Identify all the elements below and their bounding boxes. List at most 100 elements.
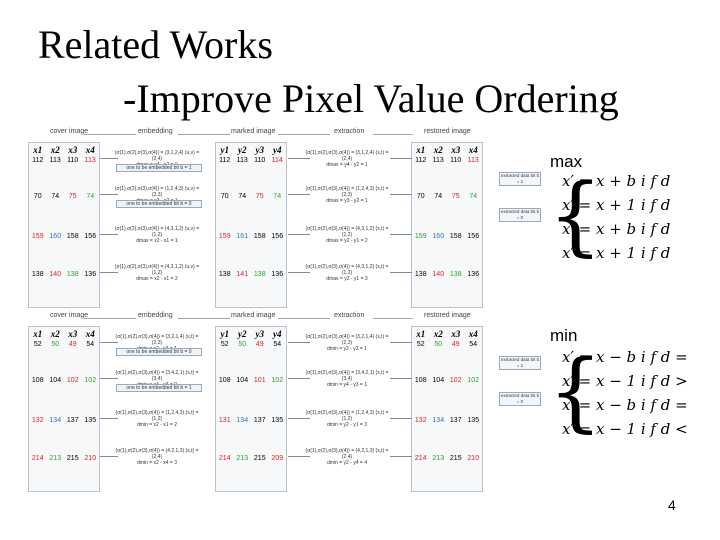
- embedding-order-text: (σ(1),σ(2),σ(3),σ(4)) = (4,2,1,3) (s,t) …: [115, 448, 199, 460]
- pixel-value: 102: [66, 377, 79, 384]
- pixel-value: 135: [271, 417, 284, 424]
- extracted-bit-note: extracted data bit b = 1: [499, 172, 541, 186]
- pixel-value: 134: [236, 417, 249, 424]
- embedding-order-text: (σ(1),σ(2),σ(3),σ(4)) = (4,3,1,2) (u,v) …: [114, 264, 200, 276]
- extraction-diff-text: dmin = y2 - y1 = 3: [326, 422, 368, 428]
- pixel-value: 54: [86, 341, 95, 348]
- pixel-value: 74: [434, 193, 443, 200]
- variable-label: x1: [416, 145, 426, 155]
- pixel-value: 215: [66, 455, 79, 462]
- embedding-diff-text: dmax = x2 - x1 = 2: [136, 276, 178, 282]
- pixel-value: 140: [432, 271, 445, 278]
- flow-arrow: [288, 418, 310, 419]
- pixel-value: 112: [219, 157, 231, 164]
- case-formula: x′ = x − b i f d =: [562, 348, 688, 366]
- pixel-value: 156: [84, 233, 97, 240]
- extraction-order-text: (σ(1),σ(2),σ(3),σ(4)) = (1,2,4,3) (s,t) …: [305, 186, 389, 198]
- variable-label: y2: [238, 329, 247, 339]
- pixel-value: 137: [66, 417, 79, 424]
- embedding-order-text: (σ(1),σ(2),σ(3),σ(4)) = (1,2,4,3) (u,v) …: [114, 186, 200, 198]
- variable-label: x1: [33, 329, 43, 339]
- pixel-value: 102: [271, 377, 284, 384]
- flow-arrow: [390, 378, 412, 379]
- flow-arrow: [100, 418, 118, 419]
- variable-label: x4: [85, 145, 95, 155]
- header-extraction: extraction: [334, 312, 365, 319]
- pixel-value: 108: [31, 377, 44, 384]
- pixel-value: 138: [66, 271, 79, 278]
- pixel-value: 113: [467, 157, 479, 164]
- pixel-value: 215: [253, 455, 266, 462]
- pixel-value: 160: [432, 233, 445, 240]
- pixel-value: 110: [67, 157, 79, 164]
- flow-arrow: [100, 342, 118, 343]
- extraction-description: (σ(1),σ(2),σ(3),σ(4)) = (3,2,1,4) (s,t) …: [302, 334, 392, 352]
- variable-label: x4: [85, 329, 95, 339]
- header-marked-image: marked image: [231, 312, 276, 319]
- extraction-diff-text: dmax = y2 - y1 = 3: [326, 276, 368, 282]
- embedding-description: (σ(1),σ(2),σ(3),σ(4)) = (4,3,1,2) (u,v) …: [112, 226, 202, 244]
- pixel-value: 138: [414, 271, 427, 278]
- variable-label: x4: [468, 329, 478, 339]
- flow-arrow: [100, 234, 118, 235]
- pixel-value: 136: [467, 271, 480, 278]
- header-rule: [373, 134, 413, 135]
- header-embedding: embedding: [138, 128, 173, 135]
- pixel-value: 134: [432, 417, 445, 424]
- variable-label: x2: [433, 145, 443, 155]
- pixel-value: 102: [467, 377, 480, 384]
- header-marked-image: marked image: [231, 128, 276, 135]
- pixel-value: 74: [86, 193, 95, 200]
- pixel-value: 135: [467, 417, 480, 424]
- extraction-diff-text: dmin = y4 - y3 = 1: [326, 382, 368, 388]
- pixel-value: 70: [416, 193, 425, 200]
- pixel-value: 160: [49, 233, 62, 240]
- case-formula: x′ = x + 1 i f d: [562, 196, 671, 214]
- pixel-value: 156: [271, 233, 284, 240]
- flow-arrow: [288, 272, 310, 273]
- variable-label: y3: [255, 145, 265, 155]
- case-formula: x′ = x + b i f d: [562, 172, 671, 190]
- pixel-value: 75: [68, 193, 77, 200]
- header-rule: [84, 318, 136, 319]
- flow-arrow: [100, 272, 118, 273]
- extraction-diff-text: dmin = y2 - y4 = 4: [326, 460, 368, 466]
- pixel-value: 50: [238, 341, 247, 348]
- flow-arrow: [100, 194, 118, 195]
- flow-arrow: [390, 234, 412, 235]
- embedded-bit-box: one to be embedded bit b = 0: [116, 348, 202, 356]
- pixel-value: 132: [414, 417, 427, 424]
- pixel-value: 104: [432, 377, 445, 384]
- variable-label: x3: [68, 145, 78, 155]
- variable-label: y4: [273, 145, 282, 155]
- extraction-order-text: (σ(1),σ(2),σ(3),σ(4)) = (4,2,1,3) (s,t) …: [305, 448, 389, 460]
- pixel-value: 113: [432, 157, 444, 164]
- pixel-value: 159: [414, 233, 427, 240]
- pixel-value: 131: [218, 417, 231, 424]
- pixel-value: 50: [51, 341, 60, 348]
- pixel-value: 49: [68, 341, 77, 348]
- flow-arrow: [390, 194, 412, 195]
- min-formulas: {x′ = x − b i f d =x′ = x − 1 i f d >x′ …: [548, 344, 718, 444]
- case-formula: x′ = x + b i f d: [562, 220, 671, 238]
